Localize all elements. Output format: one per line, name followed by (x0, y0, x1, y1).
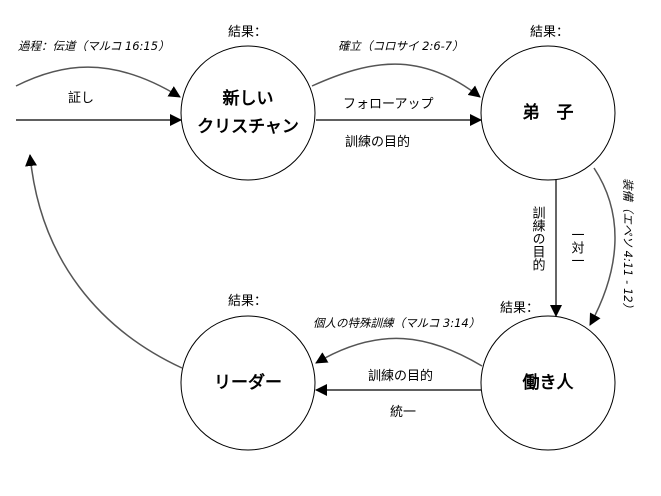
evangelism-curve-arrow (15, 66, 181, 98)
followup-label: フォローアップ (343, 97, 433, 112)
new-christian-result-label: 結果： (228, 25, 267, 40)
training-purpose-label-vertical: 訓練の目的 (530, 205, 546, 271)
establish-process-label: 確立（コロサイ 2:6-7） (338, 39, 464, 53)
equip-curve-arrow (589, 167, 616, 326)
leader-circle (180, 315, 316, 451)
one-to-one-label: 一対一 (569, 228, 585, 267)
unity-label: 統一 (390, 405, 416, 420)
equip-process-label: 装備（エペソ 4:11 - 12） (621, 178, 635, 314)
new-to-disciple-edge: 確立（コロサイ 2:6-7） フォローアップ 訓練の目的 (311, 39, 482, 150)
evangelism-process-label: 過程：伝道（マルコ 16:15） (18, 39, 170, 53)
worker-to-leader-edge: 個人の特殊訓練（マルコ 3:14） 訓練の目的 統一 (313, 316, 483, 420)
new-christian-circle (180, 45, 316, 181)
training-purpose-label-top: 訓練の目的 (345, 134, 410, 150)
disciple-to-worker-edge: 訓練の目的 一対一 装備（エペソ 4:11 - 12） (530, 167, 635, 326)
new-christian-label-line1: 新しい (223, 88, 274, 109)
node-worker: 結果： 働き人 (480, 301, 616, 451)
worker-label: 働き人 (522, 372, 575, 393)
node-disciple: 結果： 弟 子 (480, 25, 616, 181)
return-curve-arrow (25, 154, 183, 369)
witness-label: 証し (68, 91, 94, 106)
leader-result-label: 結果： (228, 294, 267, 309)
worker-result-label: 結果： (500, 301, 539, 316)
special-training-curve-arrow (315, 337, 483, 367)
disciple-circle (480, 45, 616, 181)
special-training-process-label: 個人の特殊訓練（マルコ 3:14） (313, 316, 480, 330)
establish-curve-arrow (311, 63, 481, 98)
leader-return-edge (25, 154, 183, 369)
disciple-label: 弟 子 (523, 102, 574, 123)
leader-label: リーダー (214, 372, 282, 393)
evangelism-edge: 過程：伝道（マルコ 16:15） 証し (15, 39, 182, 126)
disciple-result-label: 結果： (530, 25, 569, 40)
new-christian-label-line2: クリスチャン (197, 117, 299, 137)
training-purpose-label-bottom: 訓練の目的 (368, 368, 433, 384)
node-leader: 結果： リーダー (180, 294, 316, 451)
worker-circle (480, 315, 616, 451)
node-new-christian: 結果： 新しい クリスチャン (180, 25, 316, 181)
